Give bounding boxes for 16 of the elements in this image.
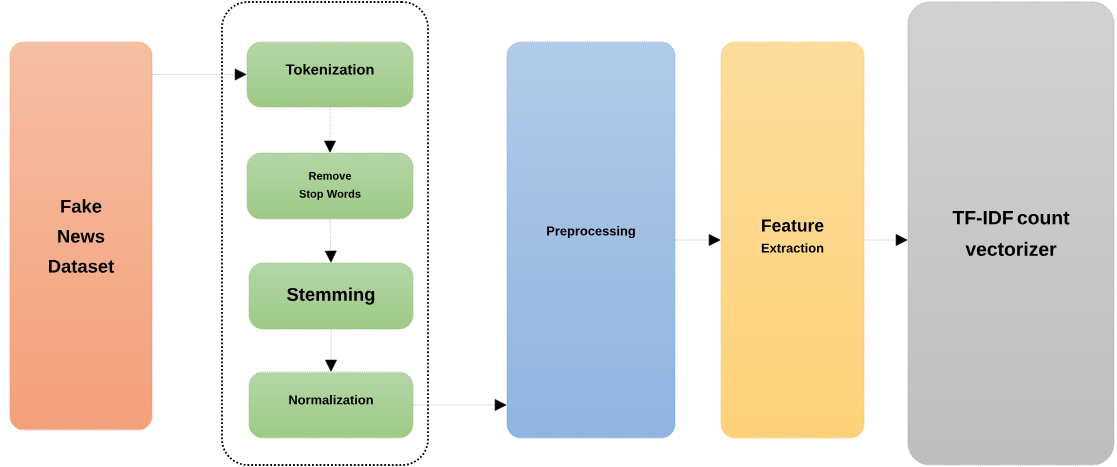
arrow — [324, 218, 337, 263]
step-box: Stemming — [248, 262, 414, 330]
arrow — [412, 399, 507, 411]
group-box — [221, 1, 429, 466]
output-box: TF-IDF count vectorizer — [907, 1, 1115, 466]
arrow — [324, 106, 336, 153]
arrow — [325, 328, 337, 372]
arrow — [151, 68, 247, 81]
step-box: Tokenization — [246, 41, 414, 108]
process-box: Preprocessing — [506, 41, 676, 439]
dataset-box: Fake News Dataset — [9, 41, 153, 431]
step-box: Remove Stop Words — [246, 152, 414, 220]
step-box: Normalization — [248, 371, 414, 439]
process-box: Feature Extraction — [720, 41, 865, 439]
arrow — [674, 234, 721, 246]
arrow — [863, 234, 908, 246]
